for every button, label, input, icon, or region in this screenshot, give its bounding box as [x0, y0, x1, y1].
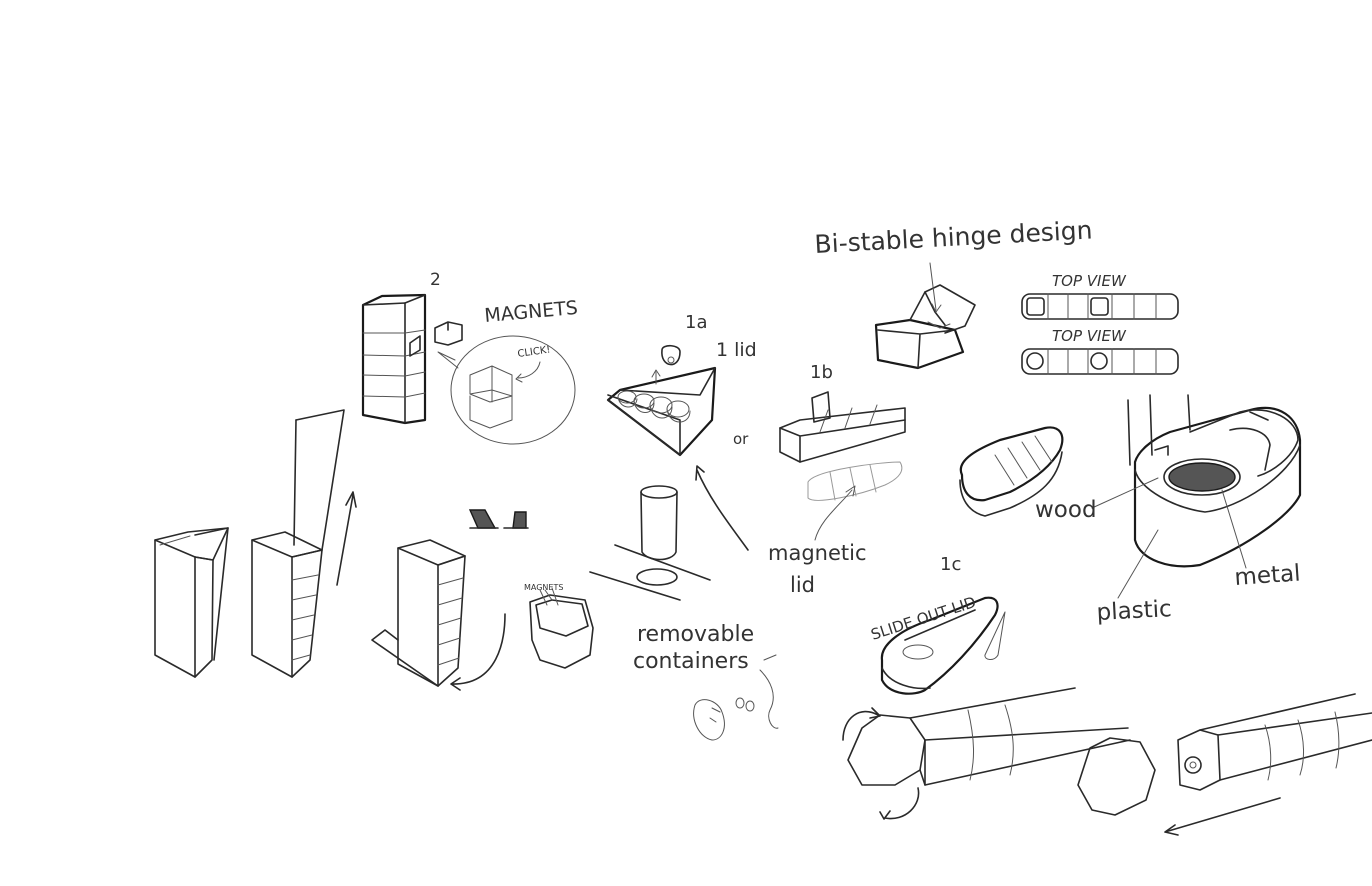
- magnetic-lid-label-line1: magnetic: [768, 541, 867, 565]
- top-view-label-2: TOP VIEW: [1052, 327, 1127, 345]
- top-view-strip-2: [1021, 348, 1179, 375]
- cylinder-container: [589, 485, 711, 601]
- concept-1b-number: 1b: [810, 362, 833, 383]
- concept-2-shelf: [361, 293, 576, 445]
- arrow-to-1a: [695, 465, 749, 551]
- one-lid-label: 1 lid: [716, 339, 757, 361]
- wood-label: wood: [1035, 497, 1097, 523]
- magnets-small-label: MAGNETS: [524, 583, 563, 592]
- concept-1a-number: 1a: [685, 312, 707, 333]
- concept-1b-box: [779, 391, 906, 541]
- top-view-strip-1: [1021, 293, 1179, 320]
- long-strip-open-end: [1164, 693, 1372, 836]
- square-container-magnets: [529, 587, 594, 669]
- pillow-container: [959, 426, 1064, 517]
- removable-label-line1: removable: [637, 622, 754, 647]
- magnetic-lid-label-line2: lid: [790, 573, 815, 597]
- plastic-label: plastic: [1096, 596, 1172, 626]
- concept-1c-number: 1c: [940, 554, 961, 575]
- concept-1c-slide-lid: [880, 596, 1006, 695]
- magnets-label: MAGNETS: [484, 297, 579, 327]
- long-strip-rotating: [842, 687, 1131, 820]
- slide-out-lid-label: SLIDE OUT LID: [869, 593, 978, 644]
- metal-label: metal: [1234, 560, 1302, 591]
- or-label: or: [733, 430, 749, 448]
- concept-1a-tray: [606, 344, 717, 457]
- tall-box-open: [371, 539, 506, 691]
- click-label: CLICK!: [517, 344, 551, 359]
- hand-sketch: [693, 654, 779, 741]
- tall-box-closed: [154, 527, 229, 678]
- hinge-clips: [468, 509, 529, 529]
- tall-box-opening: [251, 409, 357, 678]
- top-view-label-1: TOP VIEW: [1052, 272, 1127, 290]
- material-callout-box: [1091, 394, 1302, 599]
- bi-stable-hinge-box: [874, 262, 976, 370]
- removable-label-line2: containers: [633, 649, 749, 674]
- hexagon-end-cap: [1077, 737, 1156, 816]
- hinge-title-label: Bi-stable hinge design: [814, 215, 1093, 259]
- concept-2-number: 2: [430, 270, 441, 290]
